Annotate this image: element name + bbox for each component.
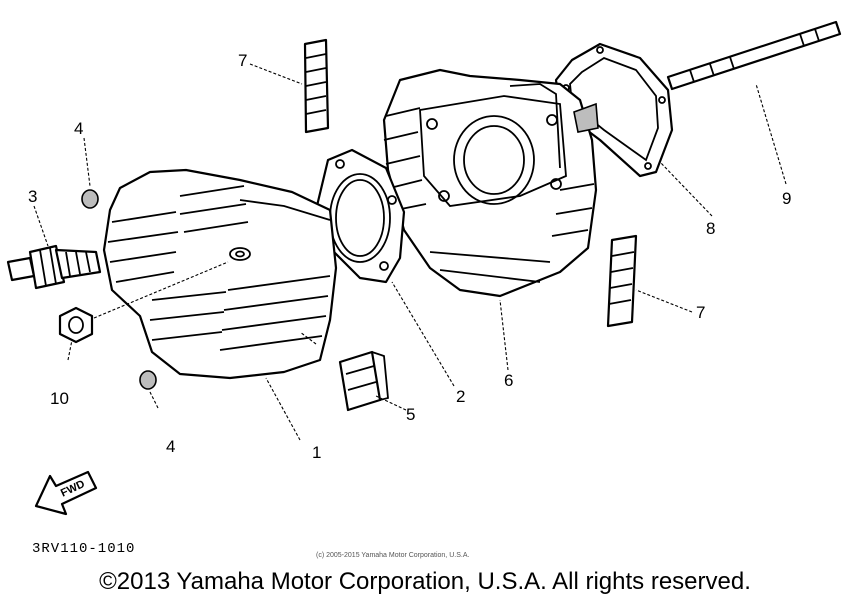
diagram-part-code: 3RV110-1010 — [32, 541, 136, 557]
part-5-damper — [338, 350, 389, 412]
part-7-dowel-pin-lower — [606, 234, 638, 328]
part-3-spark-plug — [6, 244, 102, 290]
callout-5: 5 — [406, 405, 415, 424]
part-9-stud-bolt — [666, 20, 842, 91]
callout-4-lower: 4 — [166, 437, 175, 456]
fwd-arrow-icon: FWD — [34, 470, 98, 516]
callout-4-upper: 4 — [74, 119, 83, 138]
small-copyright-note: (c) 2005-2015 Yamaha Motor Corporation, … — [316, 552, 470, 559]
callout-7-lower: 7 — [696, 303, 705, 322]
part-7-dowel-pin-upper — [303, 38, 330, 134]
part-1-cylinder-head — [102, 168, 338, 380]
part-4-washer-lower — [139, 370, 157, 390]
callout-7-upper: 7 — [238, 51, 247, 70]
callout-8: 8 — [706, 219, 715, 238]
part-2-head-gasket — [314, 148, 406, 284]
callout-3: 3 — [28, 187, 37, 206]
part-10-nut — [58, 306, 94, 344]
callout-6: 6 — [504, 371, 513, 390]
part-6-cylinder — [382, 68, 599, 298]
callout-10: 10 — [50, 389, 69, 408]
callout-1: 1 — [312, 443, 321, 462]
callout-numbers: 7 4 3 10 4 1 5 2 6 7 8 9 — [28, 51, 791, 462]
leader-lines — [33, 63, 787, 441]
callout-9: 9 — [782, 189, 791, 208]
copyright-notice: ©2013 Yamaha Motor Corporation, U.S.A. A… — [99, 568, 751, 595]
callout-2: 2 — [456, 387, 465, 406]
part-4-washer-upper — [81, 189, 99, 209]
